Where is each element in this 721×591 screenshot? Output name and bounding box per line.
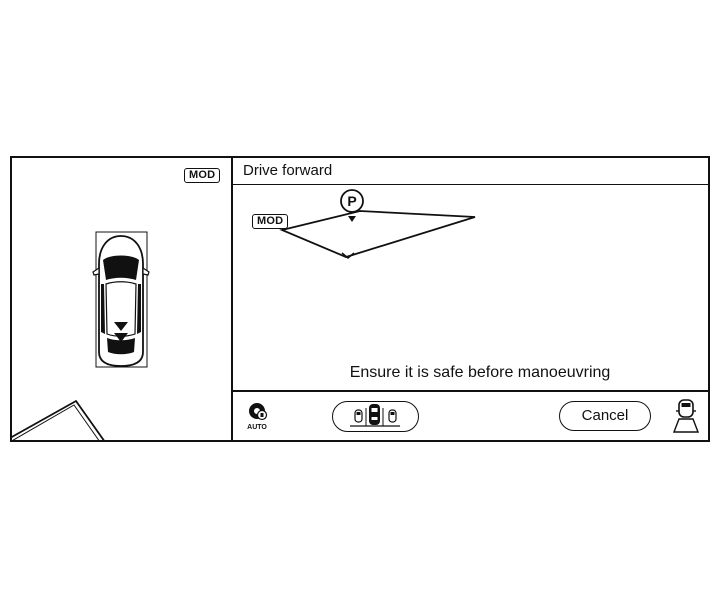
- cancel-button[interactable]: Cancel: [559, 401, 651, 431]
- parking-marker-label: P: [347, 193, 356, 209]
- parking-position-icon: [350, 404, 400, 427]
- parking-position-button[interactable]: [332, 401, 419, 432]
- car-outline-box: [95, 231, 148, 368]
- camera-view-mod-badge: MOD: [252, 214, 289, 229]
- parking-marker-circle: [340, 189, 364, 213]
- steering-auto-icon[interactable]: [248, 402, 268, 422]
- auto-label: AUTO: [247, 424, 267, 431]
- rear-view-car-icon[interactable]: [672, 399, 700, 433]
- view-title: Drive forward: [243, 162, 333, 179]
- target-marker-icon: [348, 216, 356, 222]
- safety-message: Ensure it is safe before manoeuvring: [349, 364, 611, 381]
- pane-divider: [231, 156, 233, 442]
- top-view-graphic: [10, 231, 150, 442]
- camera-view-graphic: P: [279, 189, 476, 259]
- top-view-car-icon: [92, 235, 150, 367]
- display-frame: [10, 156, 710, 442]
- parking-target-outline: [279, 210, 476, 258]
- header-divider: [232, 184, 710, 185]
- top-view-pane: [10, 156, 232, 442]
- parking-line-graphic: [10, 399, 106, 442]
- footer-divider: [232, 390, 710, 392]
- top-view-mod-badge: MOD: [184, 168, 221, 183]
